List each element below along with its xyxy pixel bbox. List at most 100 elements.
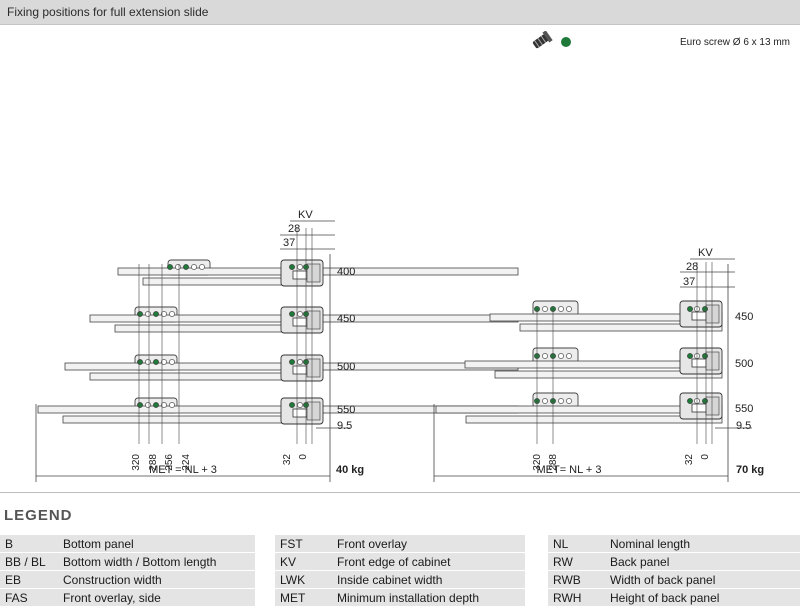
screw-dot	[561, 37, 571, 47]
fixing-hole	[297, 264, 303, 270]
fixing-hole	[183, 264, 189, 270]
fixing-hole	[702, 353, 708, 359]
fixing-hole	[289, 264, 295, 270]
length-label: 500	[337, 361, 355, 373]
slide-rail	[62, 415, 319, 424]
legend-desc: Front edge of cabinet	[337, 555, 451, 569]
fixing-hole	[566, 398, 572, 404]
dim-28-label: 28	[686, 261, 698, 273]
legend-abbr: FST	[280, 537, 303, 551]
legend-desc: Construction width	[63, 573, 162, 587]
slide-rail	[519, 323, 723, 332]
legend-desc: Height of back panel	[610, 591, 720, 605]
legend-row: KV Front edge of cabinet	[275, 553, 525, 571]
bottom-dim-label: 320	[532, 454, 543, 471]
fixing-hole	[558, 353, 564, 359]
fixing-hole	[153, 311, 159, 317]
fixing-hole	[702, 398, 708, 404]
header-bar: Fixing positions for full extension slid…	[0, 0, 800, 25]
fixing-hole	[175, 264, 181, 270]
length-label: 450	[735, 311, 753, 323]
kv-label: KV	[698, 247, 713, 259]
bottom-dim-label: 288	[148, 454, 159, 471]
legend-abbr: MET	[280, 591, 306, 605]
legend-desc: Back panel	[610, 555, 670, 569]
fixing-hole	[289, 402, 295, 408]
dim-28-label: 28	[288, 223, 300, 235]
rear-bracket-detail	[691, 311, 707, 321]
fixing-hole	[145, 402, 151, 408]
fixing-hole	[542, 398, 548, 404]
legend-abbr: EB	[5, 573, 22, 587]
length-label: 550	[337, 404, 355, 416]
fixing-hole	[137, 311, 143, 317]
legend-title: LEGEND	[4, 507, 73, 524]
rear-bracket-plate	[306, 263, 321, 283]
bottom-dim-label: 0	[700, 454, 711, 460]
rear-bracket-detail	[292, 317, 308, 327]
legend-desc: Minimum installation depth	[337, 591, 480, 605]
fixing-hole	[297, 402, 303, 408]
slide-rail	[465, 415, 723, 424]
fixing-hole	[542, 353, 548, 359]
legend-row: NL Nominal length	[548, 535, 800, 553]
legend-abbr: RWB	[553, 573, 581, 587]
length-label: 400	[337, 266, 355, 278]
length-label: 550	[735, 403, 753, 415]
bottom-dim-label: 32	[684, 454, 695, 466]
fixing-hole	[145, 311, 151, 317]
bottom-dim-label: 256	[164, 454, 175, 471]
rear-bracket-detail	[691, 403, 707, 413]
bottom-dim-label: 288	[548, 454, 559, 471]
kv-label: KV	[298, 209, 313, 221]
rear-bracket-plate	[306, 401, 321, 421]
header-title: Fixing positions for full extension slid…	[7, 5, 209, 19]
fixing-hole	[153, 402, 159, 408]
load-label: 70 kg	[736, 464, 764, 476]
fixing-hole	[161, 402, 167, 408]
fixing-hole	[137, 359, 143, 365]
legend-abbr: KV	[280, 555, 297, 569]
legend-row: MET Minimum installation depth	[275, 589, 525, 607]
bottom-dim-label: 0	[298, 454, 309, 460]
offset-label: 9.5	[736, 420, 751, 432]
rear-bracket-detail	[292, 408, 308, 418]
fixing-hole	[289, 359, 295, 365]
fixing-hole	[153, 359, 159, 365]
bottom-dim-label: 224	[181, 454, 192, 471]
rear-bracket-plate	[705, 304, 720, 324]
fixing-hole	[145, 359, 151, 365]
fixing-hole	[199, 264, 205, 270]
legend-desc: Nominal length	[610, 537, 691, 551]
legend-desc: Width of back panel	[610, 573, 716, 587]
screw-note: Euro screw Ø 6 x 13 mm	[679, 37, 790, 48]
screw-icon	[532, 31, 571, 49]
fixing-hole	[687, 398, 693, 404]
slide-rail	[435, 405, 723, 414]
legend-desc: Bottom width / Bottom length	[63, 555, 217, 569]
legend-abbr: NL	[553, 537, 569, 551]
legend-abbr: LWK	[280, 573, 306, 587]
rear-bracket-plate	[705, 396, 720, 416]
load-label: 40 kg	[336, 464, 364, 476]
bottom-dim-label: 32	[282, 454, 293, 466]
fixing-hole	[542, 306, 548, 312]
fixing-hole	[169, 359, 175, 365]
rear-bracket-detail	[292, 365, 308, 375]
fixing-hole	[161, 311, 167, 317]
rear-bracket-plate	[306, 358, 321, 378]
fixing-hole	[169, 311, 175, 317]
rear-bracket-detail	[691, 358, 707, 368]
fixing-hole	[702, 306, 708, 312]
fixing-hole	[297, 359, 303, 365]
fixing-hole	[297, 311, 303, 317]
bottom-dim-label: 320	[131, 454, 142, 471]
